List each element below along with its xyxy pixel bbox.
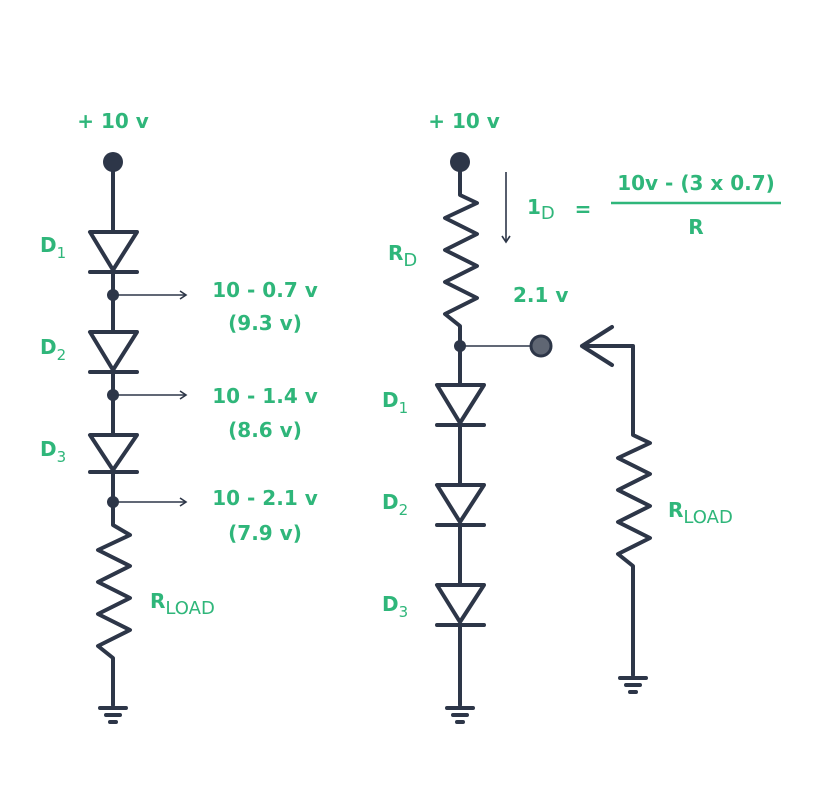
tap2-expr: 10 - 1.4 v [212,384,318,408]
tap3-expr: 10 - 2.1 v [212,486,318,510]
label-d1: D1 [382,388,408,417]
diode-d1 [88,230,139,274]
label-rd: RD [388,241,417,271]
node-voltage: 2.1 v [513,283,568,307]
label-d2: D2 [382,490,408,519]
label-d1: D1 [40,233,66,262]
equals-sign: = [575,197,592,221]
right-circuit: + 10 v RD 1D = 10v - (3 x 0.7) R [382,109,781,724]
ground-icon [445,706,475,724]
load-resistor [96,470,132,707]
tap1-expr: 10 - 0.7 v [212,278,318,302]
diode-d3 [88,433,139,474]
diode-d3 [435,583,486,627]
label-d2: D2 [40,335,66,364]
right-supply-label: + 10 v [428,109,500,133]
ground-icon [618,676,648,694]
left-circuit: + 10 v D1 D2 D3 10 - 0.7 v (9.3 v) 10 - … [40,109,318,724]
tap3-value: (7.9 v) [228,521,302,545]
formula-denominator: R [688,215,703,239]
left-supply-label: + 10 v [77,109,149,133]
resistor-rd [443,160,479,387]
ground-icon [98,706,128,724]
diode-d2 [435,483,486,527]
label-rload: RLOAD [668,498,733,528]
tap2-value: (8.6 v) [228,418,302,442]
load-resistor [580,325,652,677]
label-d3: D3 [40,437,66,466]
label-rload: RLOAD [150,589,215,619]
label-current: 1D [527,195,555,224]
output-terminal [529,334,553,358]
formula-numerator: 10v - (3 x 0.7) [617,171,775,195]
tap1-value: (9.3 v) [228,311,302,335]
label-d3: D3 [382,592,408,621]
diode-d2 [88,330,139,374]
diode-d1 [435,383,486,427]
